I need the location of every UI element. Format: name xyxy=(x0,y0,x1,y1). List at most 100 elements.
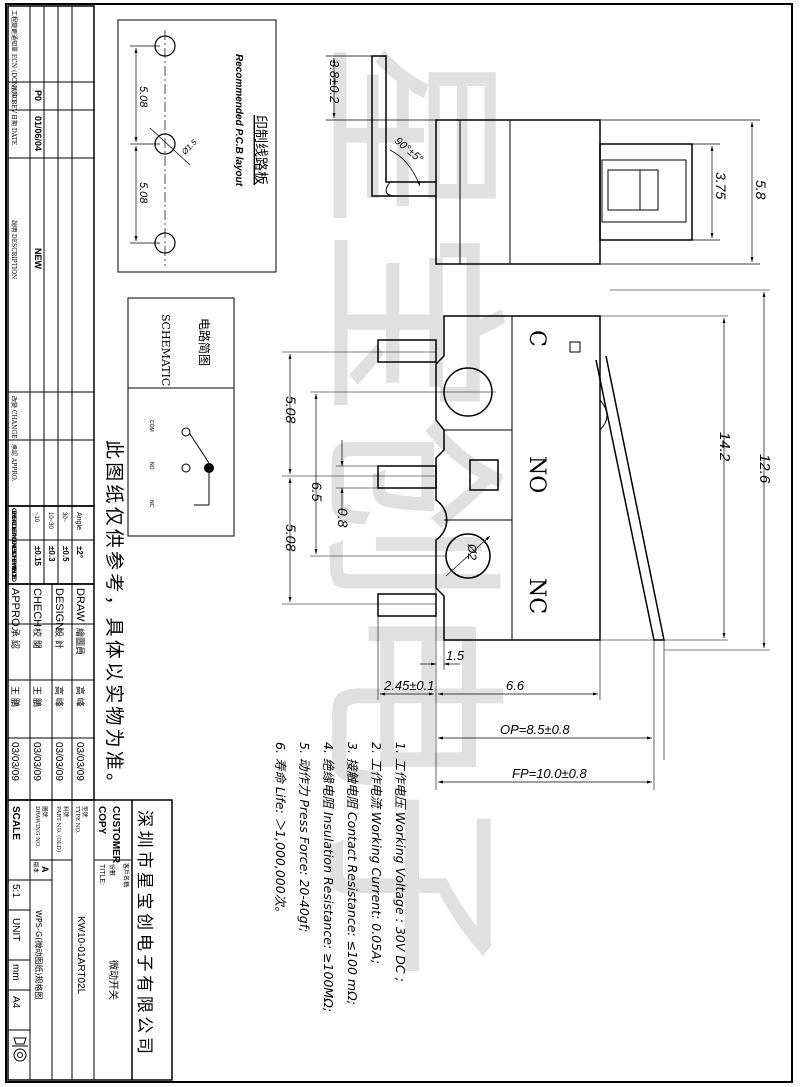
version-value: A xyxy=(40,866,50,873)
pcb-hole-dia: Ø1.5 xyxy=(179,137,199,157)
tol-10-30-val: ±0.3 xyxy=(47,546,56,562)
tol-10-30: 10~30 xyxy=(47,512,53,530)
front-label-c: C xyxy=(524,330,549,347)
copy-cn: 份數 xyxy=(108,864,116,876)
signoff-appro-role: APPRO. xyxy=(9,588,21,630)
front-dim-08: 0.8 xyxy=(335,508,351,528)
signoff-draw-cn: 繪圖員 xyxy=(74,628,86,655)
part-label: PART NO. (OLD) xyxy=(55,806,62,852)
tol-10-val: ±0.15 xyxy=(33,546,42,567)
spec-line-4: 4. 绝缘电阻 Insulation Resistance: ≥100MΩ; xyxy=(321,742,336,1012)
tol-30: 30~ xyxy=(61,512,67,523)
schematic-title-en: SCHEMATIC xyxy=(159,314,172,386)
customer-cn: 客戶名稱 xyxy=(122,863,130,887)
size-value: A4 xyxy=(10,996,21,1009)
customer-label: CUSTOMER xyxy=(110,806,121,864)
schematic-pin-no: NO xyxy=(148,462,154,470)
pcb-pitch-2: 5.08 xyxy=(137,182,149,204)
signoff-design-role: DESIGN xyxy=(53,588,65,630)
signoff-appro-name: 王 鵬 xyxy=(9,686,21,707)
schematic-title-cn: 电路简图 xyxy=(197,318,212,366)
signoff-design-date: 03/03/09 xyxy=(53,742,64,781)
spec-line-2: 2. 工作电流 Working Current: 0.05A; xyxy=(369,742,384,964)
rev-header-ecn: 工程變更通知單 ECN (DCN) NO. xyxy=(10,10,18,103)
spec-notes: 1. 工作电压 Working Voltage : 30V DC ; 2. 工作… xyxy=(273,742,408,1012)
signoff-appro-date: 03/03/09 xyxy=(9,742,20,781)
type-cn: 型號 xyxy=(81,806,89,818)
front-dim-508-bottom: 5.08 xyxy=(283,524,299,551)
side-lead-dim: 3.8±0.2 xyxy=(327,60,342,104)
company-name: 深圳市星宝创电子有限公司 xyxy=(134,810,154,1054)
signoff-draw-name: 高 峰 xyxy=(74,686,86,707)
tol-angle-val: ±2° xyxy=(75,546,84,558)
front-dim-66: 6.6 xyxy=(506,678,525,693)
signoff-check-name: 王 鵬 xyxy=(31,686,43,707)
drawing-cn: 圖號 xyxy=(41,806,49,818)
signoff-check-role: CHECH xyxy=(31,588,43,627)
pcb-layout-box: 5.08 5.08 Ø1.5 印制线路板 Recommended P.C.B l… xyxy=(117,19,277,273)
tolerance-block: GENERAL TOLERANCE UNLESS OTHERWISE NOTED… xyxy=(7,505,95,585)
title-value: 微动开关 xyxy=(107,960,120,1000)
tolerance-title: GENERAL TOLERANCE UNLESS OTHERWISE NOTED xyxy=(10,508,17,582)
front-dim-126: 12.6 xyxy=(756,454,773,484)
front-hole-dia: Ø2 xyxy=(465,543,479,560)
signoff-appro-cn: 承 認 xyxy=(9,628,21,649)
rev-date-value: 01/06/04 xyxy=(33,116,43,151)
front-view: Ø2 C NO NC 5.08 5.08 6.5 0.8 14.2 12. xyxy=(282,289,773,790)
part-cn: 料號 xyxy=(62,806,70,818)
front-dim-245: 2.45±0.1 xyxy=(383,678,435,693)
pcb-title-cn: 印制线路板 xyxy=(252,115,268,185)
schematic-pin-nc: NC xyxy=(148,500,154,508)
front-dim-15: 1.5 xyxy=(446,648,465,663)
signoff-draw-date: 03/03/09 xyxy=(74,742,85,781)
signoff-draw-role: DRAW xyxy=(74,588,86,622)
title-label: TITLE: xyxy=(98,864,105,885)
copy-label: COPY xyxy=(96,806,107,835)
spec-line-1: 1. 工作电压 Working Voltage : 30V DC ; xyxy=(393,742,408,982)
front-dim-508-top: 5.08 xyxy=(283,396,299,423)
type-label: TYPE NO. xyxy=(74,806,80,834)
rev-header-date: 日期 DATE xyxy=(10,114,18,145)
rev-header-appro: 承認 APPRO. xyxy=(10,444,18,481)
side-height-dim: 5.8 xyxy=(753,180,769,200)
revision-block: 工程變更通知單 ECN (DCN) NO. 版次 REV 日期 DATE 說明 … xyxy=(7,5,95,507)
spec-line-6: 6. 寿命 Life: ＞1,000,000次。 xyxy=(273,742,288,919)
front-label-no: NO xyxy=(524,456,549,493)
spec-line-3: 3. 接触电阻 Contact Resistance: ≤100 mΩ; xyxy=(345,742,360,1005)
type-value: KW10-01ART02L xyxy=(75,916,86,995)
side-button-dim: 3.75 xyxy=(713,172,729,199)
drawing-value: WPS-G(微动图纸)规格图 xyxy=(34,910,44,999)
tol-30-val: ±0.5 xyxy=(61,546,70,562)
reference-notice: 此图纸仅供参考，具体以实物为准。 xyxy=(103,440,125,792)
front-dim-65: 6.5 xyxy=(309,482,325,502)
front-dim-fp: FP=10.0±0.8 xyxy=(512,766,587,781)
schematic-pin-com: COM xyxy=(148,420,154,432)
signoff-check-cn: 校 閱 xyxy=(31,628,43,649)
scale-value: 5:1 xyxy=(10,884,21,898)
tol-10: ~10 xyxy=(33,512,39,523)
signoff-block: DRAW 繪圖員 高 峰 03/03/09 DESIGN 設 計 高 峰 03/… xyxy=(7,583,95,801)
front-label-nc: NC xyxy=(524,578,549,614)
pcb-title-en: Recommended P.C.B layout xyxy=(233,54,244,187)
rev-header-change: 改變 CHANGE xyxy=(10,396,18,439)
front-dim-op: OP=8.5±0.8 xyxy=(500,722,570,737)
front-dim-142: 14.2 xyxy=(716,432,733,462)
pcb-pitch-1: 5.08 xyxy=(137,86,149,108)
schematic-box: 电路简图 SCHEMATIC COM NO NC xyxy=(127,297,235,537)
rev-value: P0 xyxy=(33,90,43,101)
spec-line-5: 5. 动作力 Press Force: 20-40gf; xyxy=(297,742,312,932)
version-label: 版本 xyxy=(32,862,40,874)
tol-angle: Angle xyxy=(75,512,82,530)
unit-label: UNIT xyxy=(10,918,21,941)
scale-label: SCALE xyxy=(10,806,21,840)
signoff-design-name: 高 峰 xyxy=(53,686,65,707)
drawing-label: DRAWING NO. xyxy=(34,806,40,848)
title-block: 深圳市星宝创电子有限公司 CUSTOMER 客戶名稱 COPY 份數 TITLE… xyxy=(7,799,173,1081)
projection-symbol-icon xyxy=(12,1037,28,1062)
unit-value: mm xyxy=(10,964,21,981)
rev-description-value: NEW xyxy=(33,248,43,270)
signoff-check-date: 03/03/09 xyxy=(31,742,42,781)
rev-header-desc: 說明 DESCRIPTION xyxy=(10,220,18,279)
outer-frame xyxy=(5,3,793,1083)
